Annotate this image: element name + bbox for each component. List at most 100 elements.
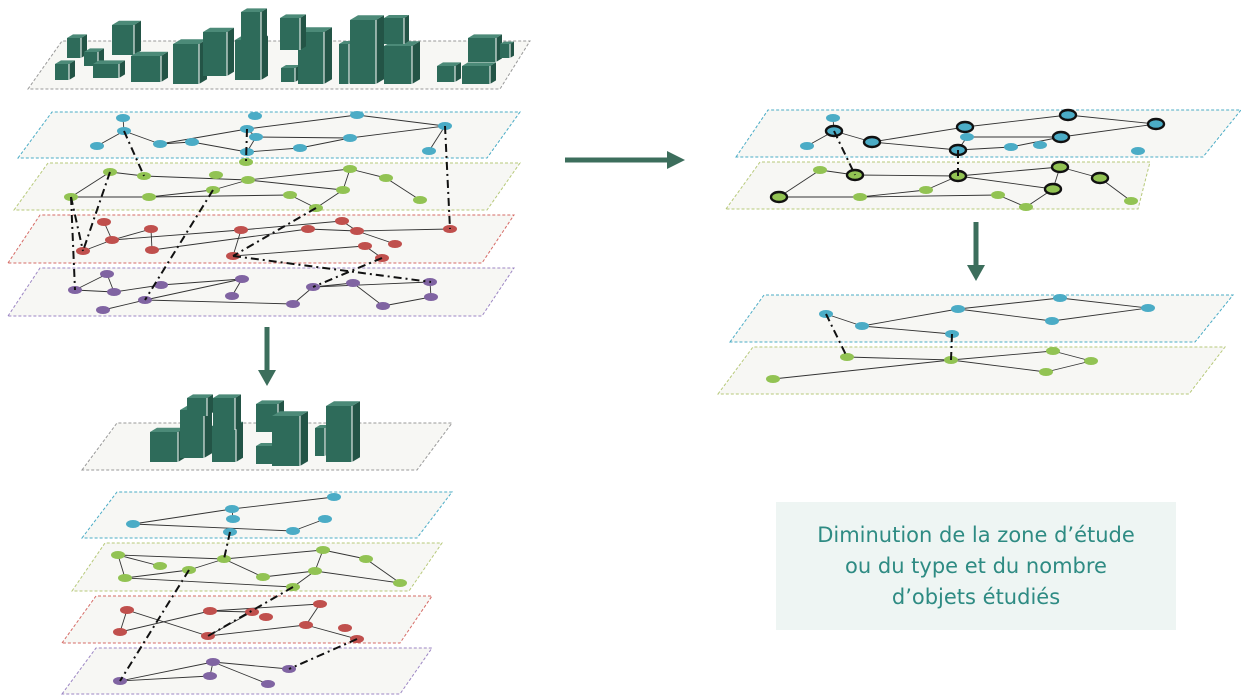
network-node [1058, 108, 1078, 122]
network-edge [148, 189, 214, 198]
arrow-head [258, 370, 276, 386]
building-front [272, 416, 300, 466]
building-side [161, 51, 168, 82]
arrow-head [967, 265, 985, 281]
building-side [300, 14, 306, 50]
network-edge [119, 675, 211, 682]
green-network-c [769, 160, 1138, 211]
layer-blue-plane [17, 111, 521, 159]
network-node [234, 226, 248, 234]
network-edge [382, 296, 432, 307]
network-node [283, 191, 297, 199]
network-node [350, 111, 364, 119]
network-node [249, 133, 263, 141]
network-edge [191, 141, 248, 153]
network-node [293, 144, 307, 152]
building-icon [326, 401, 360, 462]
network-node [955, 120, 975, 134]
network-edge [117, 554, 161, 567]
building-front [384, 46, 412, 84]
building-front [326, 406, 352, 462]
blue-network-b [126, 493, 341, 536]
network-edge [356, 230, 396, 245]
building-roof [112, 20, 141, 25]
building-side [510, 41, 514, 58]
network-edge [232, 245, 366, 257]
network-node [203, 672, 217, 680]
network-edge [1067, 114, 1157, 125]
building-icon [350, 15, 384, 85]
layer-red-plane-b [61, 595, 433, 644]
network-node [1046, 347, 1060, 355]
building-side [134, 20, 141, 55]
building-roof [187, 394, 213, 398]
network-node [316, 546, 330, 554]
building-icon [67, 34, 87, 58]
layer-purple-plane [7, 267, 515, 317]
building-side [300, 411, 308, 466]
building-roof [131, 51, 168, 56]
building-roof [67, 34, 87, 38]
network-node [241, 176, 255, 184]
building-roof [55, 60, 75, 64]
building-front [187, 398, 207, 416]
building-roof [280, 14, 306, 18]
building-icon [272, 411, 308, 466]
network-node [376, 302, 390, 310]
network-edge [132, 523, 294, 532]
building-side [352, 401, 360, 462]
building-front [55, 64, 69, 80]
network-edge [385, 177, 421, 201]
network-node [1124, 197, 1138, 205]
network-node [286, 300, 300, 308]
layer-blue-plane-b [80, 491, 454, 539]
caption-line-2: ou du type et du nombre [845, 553, 1107, 578]
network-node [225, 505, 239, 513]
network-node [1050, 160, 1070, 174]
building-roof [203, 27, 234, 32]
network-edge [212, 661, 269, 685]
arrow-head [667, 151, 685, 169]
building-icon [150, 427, 185, 462]
network-node [1146, 117, 1166, 131]
building-side [261, 35, 268, 80]
network-edge [144, 278, 243, 301]
building-icon [462, 62, 496, 84]
building-front [256, 446, 274, 464]
network-edge [314, 570, 401, 584]
building-front [93, 64, 119, 78]
network-node [1039, 368, 1053, 376]
blue-network-d [819, 294, 1155, 338]
building-icon [112, 20, 141, 55]
building-roof [326, 401, 360, 406]
building-roof [468, 34, 502, 38]
inter-layer-link [232, 255, 432, 283]
building-front [213, 398, 235, 430]
building-front [500, 44, 510, 58]
inter-layer-link [444, 125, 451, 230]
building-front [280, 18, 300, 50]
caption-line-1: Diminution de la zone d’étude [817, 522, 1135, 547]
network-node [154, 281, 168, 289]
blue-network-c [800, 108, 1166, 157]
network-node [951, 305, 965, 313]
network-edge [148, 194, 291, 198]
layer-blue-plane-d [729, 294, 1235, 343]
network-edge [143, 175, 249, 181]
building-roof [213, 394, 241, 398]
network-edge [312, 281, 431, 288]
building-icon [384, 15, 409, 44]
network-edge [132, 508, 233, 525]
network-edge [74, 273, 108, 291]
network-edge [231, 496, 335, 510]
inter-layer-link [232, 207, 317, 257]
network-node [286, 527, 300, 535]
building-roof [462, 62, 496, 66]
network-edge [255, 136, 351, 139]
building-icon [93, 60, 125, 78]
network-edge [123, 130, 161, 145]
building-roof [84, 48, 104, 52]
building-side [490, 62, 496, 84]
network-node [388, 240, 402, 248]
building-icon [203, 27, 234, 76]
